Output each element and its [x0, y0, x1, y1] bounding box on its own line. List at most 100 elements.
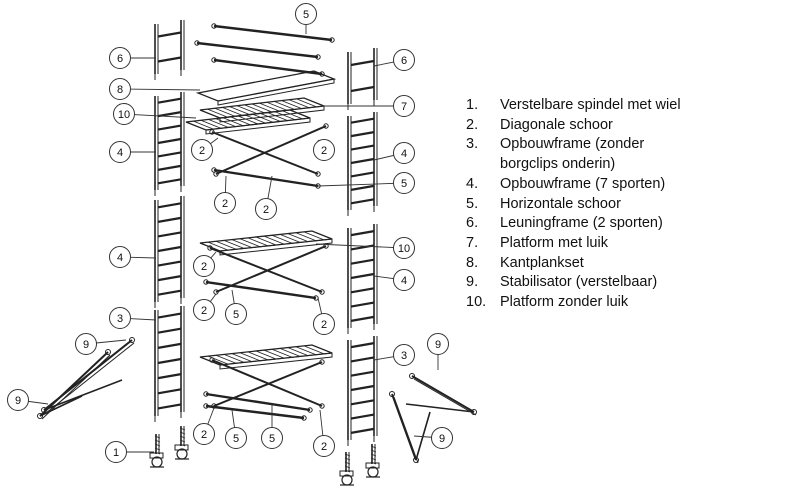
callout-bubble: 5: [393, 172, 415, 194]
legend-number: 5.: [466, 195, 479, 212]
callout-circle: [393, 142, 415, 164]
callout-label: 2: [201, 429, 207, 441]
callout-label: 3: [117, 313, 123, 325]
callout-label: 2: [321, 145, 327, 157]
callout-label: 6: [117, 53, 123, 65]
callout-bubble: 3: [109, 307, 131, 329]
build-frame-left-3: [154, 306, 185, 422]
callout-circle: [261, 427, 283, 449]
horizontal-brace-top-1: [211, 23, 335, 43]
callout-bubble: 2: [214, 192, 236, 214]
callout-bubble: 6: [393, 49, 415, 71]
callout-bubble: 3: [393, 344, 415, 366]
leader-line-10: [317, 182, 405, 187]
callout-bubble: 2: [313, 139, 335, 161]
callout-bubble: 2: [193, 299, 215, 321]
callout-circle: [313, 139, 335, 161]
callout-bubble: 5: [225, 303, 247, 325]
callout-circle: [109, 141, 131, 163]
callout-label: 4: [401, 148, 407, 160]
callout-circle: [427, 333, 449, 355]
legend-item: 8.Kantplankset: [466, 254, 681, 274]
callout-circle: [313, 313, 335, 335]
legend-number: 9.: [466, 274, 479, 291]
legend-text: Opbouwframe (zonder: [500, 136, 645, 153]
castor-wheel-right-front: [339, 452, 354, 486]
legend-text: Verstelbare spindel met wiel: [500, 97, 681, 113]
build-frame-right-3: [347, 336, 378, 446]
toe-board-set: [195, 70, 337, 106]
callout-label: 2: [201, 305, 207, 317]
legend-text: Platform met luik: [500, 234, 608, 251]
callout-circle: [393, 172, 415, 194]
callout-bubble: 2: [313, 435, 335, 457]
legend-text: Opbouwframe (7 sporten): [500, 175, 666, 192]
legend-number: 7.: [466, 234, 479, 251]
legend-item: 9. Stabilisator (verstelbaar): [466, 273, 681, 293]
callout-circle: [393, 269, 415, 291]
legend-text: Kantplankset: [500, 254, 584, 271]
legend-number: 3.: [466, 136, 479, 153]
legend-number: 10.: [466, 294, 487, 311]
legend-text: Platform zonder luik: [500, 294, 629, 311]
diagonal-brace-pair-3: [209, 357, 325, 409]
callout-circle: [113, 103, 135, 125]
callout-circle: [109, 78, 131, 100]
callout-bubble: 2: [193, 423, 215, 445]
callout-circle: [393, 49, 415, 71]
callout-circle: [313, 435, 335, 457]
callout-bubble: 5: [295, 3, 317, 25]
legend-text: Stabilisator (verstelbaar): [500, 274, 658, 291]
callout-circle: [109, 307, 131, 329]
callout-bubble: 2: [191, 139, 213, 161]
horizontal-brace-1: [211, 167, 321, 189]
callout-circle: [105, 441, 127, 463]
callout-bubble: 4: [109, 141, 131, 163]
legend-text: Diagonale schoor: [500, 116, 613, 133]
callout-label: 4: [401, 275, 407, 287]
build-frame-right-1: [347, 112, 378, 216]
legend-item: 7. Platform met luik: [466, 234, 681, 254]
callout-bubble: 9: [427, 333, 449, 355]
callout-label: 2: [321, 319, 327, 331]
callout-bubble: 6: [109, 47, 131, 69]
callout-bubble: 10: [393, 237, 415, 259]
build-frame-left-2: [154, 196, 185, 308]
callout-bubble: 2: [193, 255, 215, 277]
callout-circle: [214, 192, 236, 214]
callout-label: 5: [233, 309, 239, 321]
callout-label: 10: [118, 109, 130, 121]
callout-bubble: 2: [313, 313, 335, 335]
legend-item: borgclips onderin): [466, 155, 681, 175]
callout-label: 3: [401, 350, 407, 362]
legend-item: 10. Platform zonder luik: [466, 293, 681, 313]
callout-circle: [109, 47, 131, 69]
callout-label: 10: [398, 243, 410, 255]
callout-label: 5: [303, 9, 309, 21]
callout-label: 4: [117, 252, 123, 264]
callout-label: 8: [117, 84, 123, 96]
callout-circle: [393, 237, 415, 259]
guardrail-frame-right: [347, 48, 378, 110]
callout-circle: [193, 423, 215, 445]
legend-item: 3. Opbouwframe (zonder: [466, 135, 681, 155]
legend-item: 5.Horizontale schoor: [466, 195, 681, 215]
horizontal-brace-4: [203, 403, 307, 421]
callout-bubble: 8: [109, 78, 131, 100]
callout-bubble: 5: [225, 427, 247, 449]
legend-number: 2.: [466, 116, 479, 133]
legend-number: 6.: [466, 215, 479, 232]
horizontal-brace-top-3: [211, 57, 325, 77]
callout-label: 5: [233, 433, 239, 445]
callout-circle: [225, 303, 247, 325]
leader-line-3: [119, 88, 201, 91]
leader-line-13: [315, 243, 405, 249]
platform-level-1: [185, 109, 311, 135]
stabiliser-left-2: [37, 349, 111, 420]
callout-bubble: 1: [105, 441, 127, 463]
legend-number: [466, 155, 500, 175]
castor-wheel-left-back: [174, 426, 189, 460]
